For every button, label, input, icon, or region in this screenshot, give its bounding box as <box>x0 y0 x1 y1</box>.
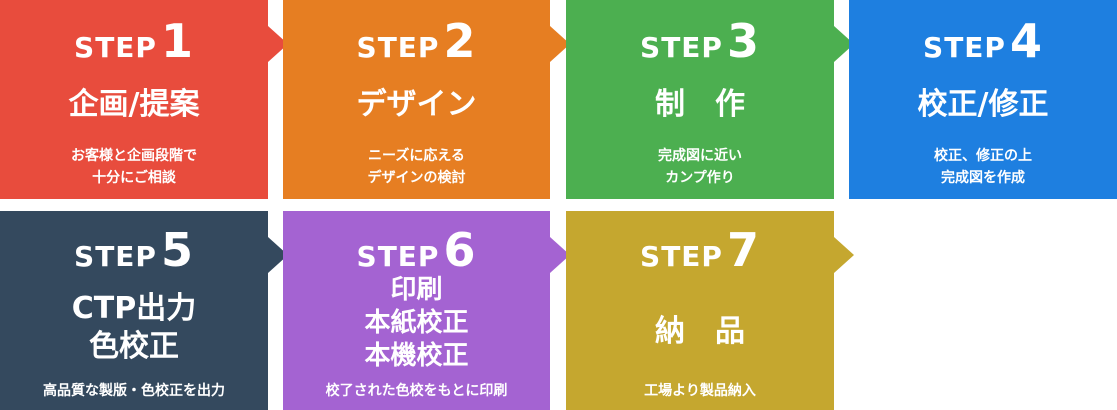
step-1-desc-line-2: 十分にご相談 <box>92 170 176 186</box>
step-2-desc-line-1: ニーズに応える <box>368 148 465 164</box>
step-2-title: デザイン <box>356 87 477 122</box>
step-4-title: 校正/修正 <box>917 87 1049 122</box>
step-6-desc: 校了された色校をもとに印刷 <box>325 383 508 399</box>
step-1-title: 企画/提案 <box>68 87 200 122</box>
step-2-heading: STEP2 <box>356 14 477 68</box>
step-1-panel: STEP1 企画/提案 お客様と企画段階で 十分にご相談 <box>0 0 268 199</box>
step-5-panel: STEP5 CTP出力 色校正 高品質な製版・色校正を出力 <box>0 211 268 410</box>
step-5-title-line-2: 色校正 <box>89 329 179 364</box>
step-3-desc-line-1: 完成図に近い <box>658 148 742 164</box>
step-5-title-line-1: CTP出力 <box>71 291 197 326</box>
step-1-desc-line-1: お客様と企画段階で <box>71 148 197 164</box>
step-3-title: 制 作 <box>655 87 745 122</box>
arrow-6-to-7 <box>550 237 570 273</box>
step-4-desc-line-1: 校正、修正の上 <box>934 148 1032 164</box>
step-4-heading: STEP4 <box>923 14 1043 68</box>
step-3-desc-line-2: カンプ作り <box>665 170 735 186</box>
step-6-title-line-1: 印刷 <box>390 275 443 305</box>
step-2-panel: STEP2 デザイン ニーズに応える デザインの検討 <box>283 0 550 199</box>
step-7-heading: STEP7 <box>640 223 760 277</box>
step-1-heading: STEP1 <box>74 14 194 68</box>
arrow-7-end <box>834 237 854 273</box>
step-7-desc: 工場より製品納入 <box>644 383 756 399</box>
step-7-title: 納 品 <box>655 314 745 349</box>
step-6-heading: STEP6 <box>356 223 477 277</box>
step-6-title-line-3: 本機校正 <box>364 341 469 371</box>
step-5-desc: 高品質な製版・色校正を出力 <box>43 383 225 399</box>
step-3-panel: STEP3 制 作 完成図に近い カンプ作り <box>566 0 834 199</box>
step-5-heading: STEP5 <box>74 223 194 277</box>
step-6-panel: STEP6 印刷 本紙校正 本機校正 校了された色校をもとに印刷 <box>283 211 550 410</box>
step-4-desc-line-2: 完成図を作成 <box>941 170 1025 186</box>
step-7-panel: STEP7 納 品 工場より製品納入 <box>566 211 834 410</box>
arrow-2-to-3 <box>550 26 570 62</box>
step-2-desc-line-2: デザインの検討 <box>367 170 466 186</box>
step-6-title-line-2: 本紙校正 <box>364 308 469 338</box>
step-4-panel: STEP4 校正/修正 校正、修正の上 完成図を作成 <box>849 0 1117 199</box>
step-3-heading: STEP3 <box>640 14 760 68</box>
